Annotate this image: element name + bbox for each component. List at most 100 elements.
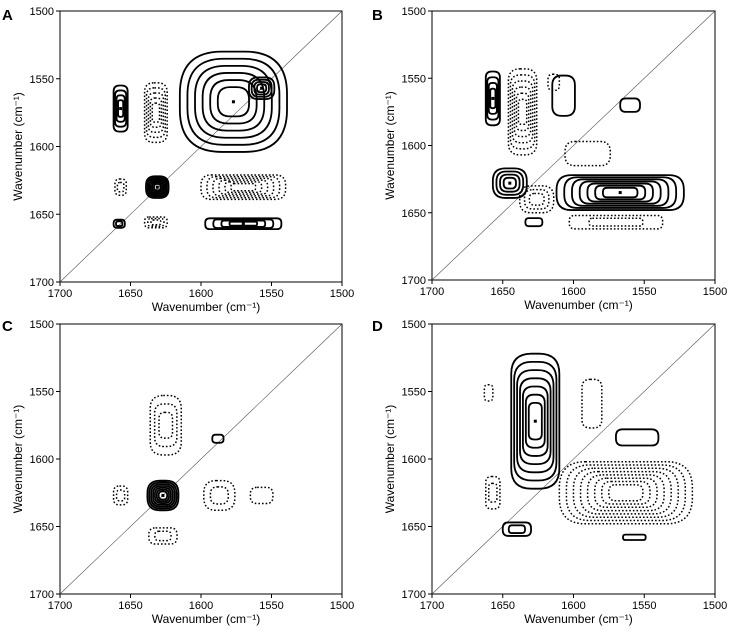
positive-peak — [619, 97, 641, 113]
contour-level — [615, 428, 660, 447]
contour-level — [149, 394, 183, 456]
panel-letter: B — [372, 7, 383, 24]
y-tick-label: 1550 — [402, 73, 426, 85]
contour-level — [153, 403, 178, 448]
negative-peak — [568, 214, 664, 230]
contour-level — [507, 68, 538, 156]
x-tick-label: 1550 — [632, 600, 656, 612]
contour-level — [586, 182, 654, 203]
contour-level — [155, 488, 170, 503]
y-tick-label: 1650 — [402, 208, 426, 220]
y-tick-label: 1600 — [402, 141, 426, 153]
positive-peak — [491, 167, 528, 199]
x-tick-label: 1550 — [259, 600, 283, 612]
positive-peak — [204, 217, 283, 231]
contour-level — [486, 76, 500, 121]
contour-level — [154, 486, 172, 504]
contour-level — [522, 385, 549, 457]
contour-level — [551, 74, 576, 117]
panel-letter: A — [2, 7, 13, 24]
negative-peak — [485, 475, 501, 510]
y-tick-label: 1600 — [402, 454, 426, 466]
positive-peak — [555, 174, 685, 211]
contour-level — [152, 485, 174, 506]
contour-level — [218, 179, 269, 195]
contour-level — [211, 433, 225, 444]
contour-level — [148, 527, 178, 545]
positive-peak — [524, 217, 544, 228]
contour-level — [565, 464, 687, 522]
negative-peak — [507, 68, 538, 156]
contour-level — [594, 184, 647, 201]
panel-letter: C — [2, 318, 13, 335]
contour-level — [524, 217, 544, 228]
contour-level — [483, 384, 494, 402]
negative-peak — [149, 394, 183, 456]
x-tick-label: 1650 — [118, 600, 142, 612]
contour-level — [511, 80, 534, 144]
contour-level — [194, 64, 273, 139]
diagonal-line — [59, 10, 343, 283]
y-tick-label: 1650 — [30, 209, 54, 221]
positive-peak — [112, 218, 126, 229]
contour-level — [149, 180, 165, 195]
contour-level — [153, 183, 162, 192]
y-tick-label: 1600 — [30, 454, 54, 466]
contour-level — [516, 369, 555, 474]
diagonal-line — [431, 323, 716, 595]
y-tick-label: 1550 — [30, 74, 54, 86]
contour-level — [602, 186, 639, 199]
contour-level — [253, 81, 270, 96]
contour-level — [487, 82, 498, 115]
y-tick-label: 1550 — [30, 387, 54, 399]
contour-level — [206, 175, 281, 199]
contour-level — [485, 475, 501, 510]
x-tick-label: 1550 — [632, 286, 656, 298]
contour-level — [147, 92, 165, 134]
contour-level — [524, 393, 546, 449]
contour-level — [484, 70, 501, 127]
contour-level — [154, 530, 172, 542]
contour-level — [203, 479, 236, 512]
positive-peak — [510, 352, 561, 490]
x-tick-label: 1500 — [703, 600, 727, 612]
x-tick-label: 1600 — [189, 288, 213, 300]
contour-level — [224, 181, 263, 194]
positive-peak — [501, 521, 532, 537]
contour-level — [527, 401, 543, 441]
contour-level — [489, 87, 497, 110]
x-tick-label: 1700 — [420, 286, 444, 298]
diagonal-line — [431, 10, 716, 281]
contour-level — [518, 185, 555, 214]
positive-peak — [615, 428, 660, 447]
contour-level — [115, 94, 126, 123]
x-tick-label: 1500 — [330, 288, 354, 300]
x-axis-label: Wavenumber (cm⁻¹) — [524, 298, 633, 312]
positive-peak — [551, 74, 576, 117]
peak-marker — [119, 107, 123, 111]
y-tick-label: 1500 — [402, 319, 426, 331]
contour-level — [249, 486, 274, 505]
positive-peak — [178, 50, 288, 153]
contour-level — [228, 220, 258, 227]
peak-marker — [260, 86, 264, 90]
negative-peak — [200, 174, 287, 201]
contour-level — [146, 479, 180, 512]
contour-level — [513, 360, 558, 482]
contour-level — [145, 87, 166, 139]
positive-peak — [248, 76, 276, 100]
negative-peak — [581, 378, 603, 429]
contour-level — [115, 489, 126, 502]
contour-level — [112, 218, 126, 229]
contour-level — [593, 477, 658, 509]
contour-level — [588, 217, 644, 227]
peak-marker — [241, 222, 245, 226]
contour-level — [151, 102, 161, 123]
peak-marker — [155, 185, 159, 189]
contour-level — [248, 76, 276, 100]
contour-level — [220, 219, 267, 228]
y-axis-label: Wavenumber (cm⁻¹) — [383, 405, 397, 514]
